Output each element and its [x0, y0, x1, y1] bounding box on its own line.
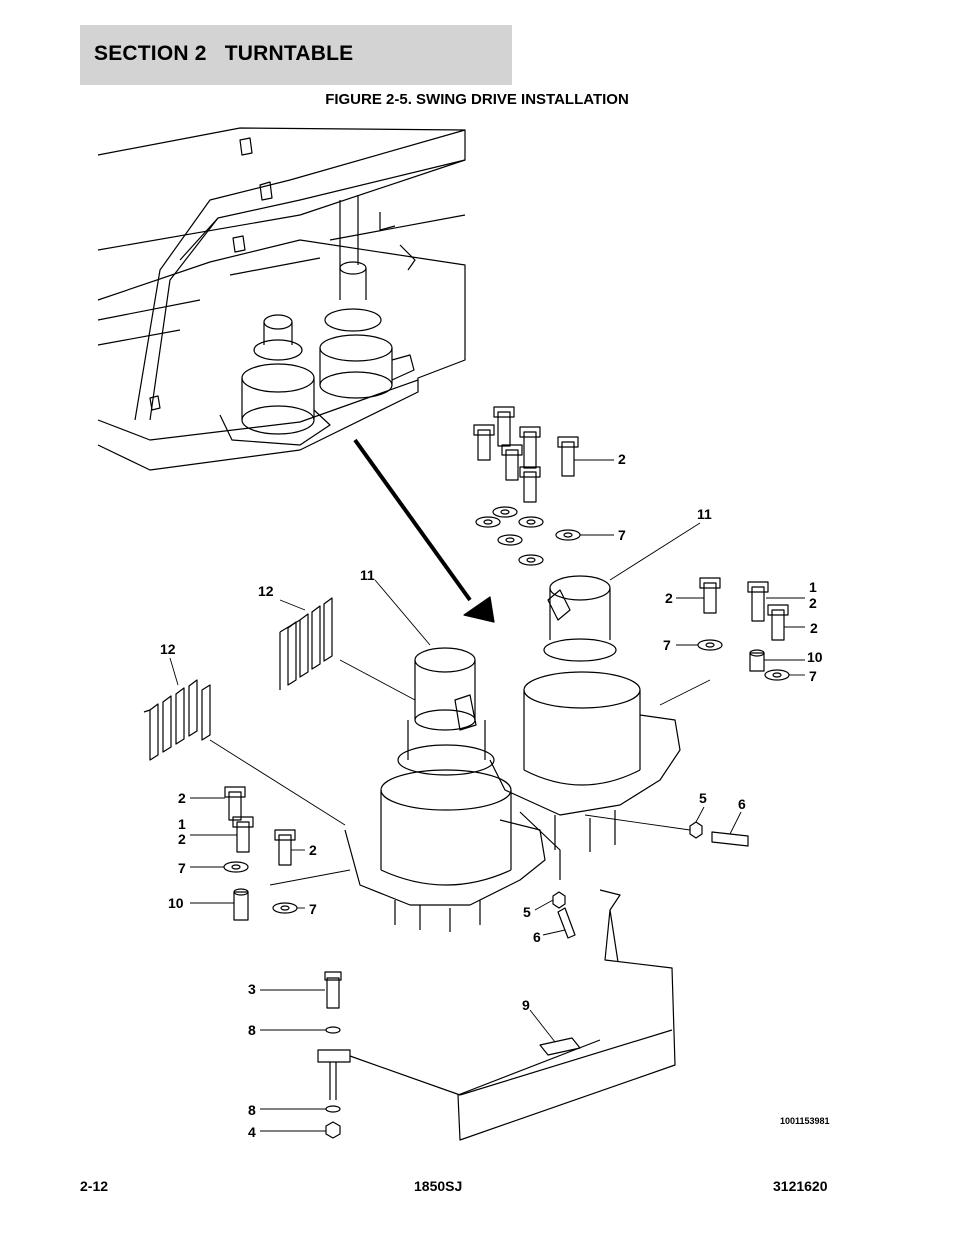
callout-item-7: 7 [309, 901, 317, 917]
explode-arrow [353, 438, 472, 602]
right-hardware [697, 577, 790, 681]
swing-drive-right [489, 575, 681, 880]
callout-item-1: 1 [178, 816, 186, 832]
bolt-cluster [473, 406, 581, 566]
page-number: 2-12 [80, 1178, 109, 1194]
callout-item-2: 2 [810, 620, 818, 636]
callout-item-7: 7 [618, 527, 626, 543]
callout-item-7: 7 [809, 668, 817, 684]
callout-item-6: 6 [533, 929, 541, 945]
callout-item-1: 1 [809, 579, 817, 595]
callout-item-5: 5 [699, 790, 707, 806]
callout-item-12: 12 [258, 583, 274, 599]
callout-item-9: 9 [522, 997, 530, 1013]
callout-item-8: 8 [248, 1102, 256, 1118]
callout-item-2: 2 [809, 595, 817, 611]
callout-item-8: 8 [248, 1022, 256, 1038]
frame-drive-right [319, 261, 415, 399]
turntable-frame [97, 127, 466, 471]
spacer-strips-upper [279, 597, 333, 690]
frame-drive-left [219, 314, 331, 446]
spacer-strips-lower [143, 679, 211, 761]
callout-item-2: 2 [665, 590, 673, 606]
swing-drive-left [344, 647, 546, 932]
figure-title: FIGURE 2-5. SWING DRIVE INSTALLATION [325, 91, 629, 108]
model-name: 1850SJ [414, 1178, 463, 1194]
drawing-number: 1001153981 [780, 1116, 830, 1126]
guard-cover [457, 889, 676, 1141]
document-number: 3121620 [773, 1178, 828, 1194]
callout-item-2: 2 [178, 831, 186, 847]
callout-item-11: 11 [697, 506, 712, 522]
bolt-stack [317, 971, 461, 1139]
left-hardware [223, 786, 298, 921]
callout-item-4: 4 [248, 1124, 256, 1140]
leader-lines [169, 459, 805, 1132]
section-header: SECTION 2 TURNTABLE [80, 25, 512, 85]
callout-item-2: 2 [178, 790, 186, 806]
callout-item-10: 10 [168, 895, 184, 911]
callout-item-5: 5 [523, 904, 531, 920]
callout-item-2: 2 [309, 842, 317, 858]
callout-item-7: 7 [178, 860, 186, 876]
callout-item-7: 7 [663, 637, 671, 653]
callout-item-12: 12 [160, 641, 176, 657]
callout-item-11: 11 [360, 567, 375, 583]
section-title: SECTION 2 TURNTABLE [94, 42, 354, 65]
callout-item-6: 6 [738, 796, 746, 812]
callout-item-10: 10 [807, 649, 823, 665]
callout-item-3: 3 [248, 981, 256, 997]
callout-item-2: 2 [618, 451, 626, 467]
